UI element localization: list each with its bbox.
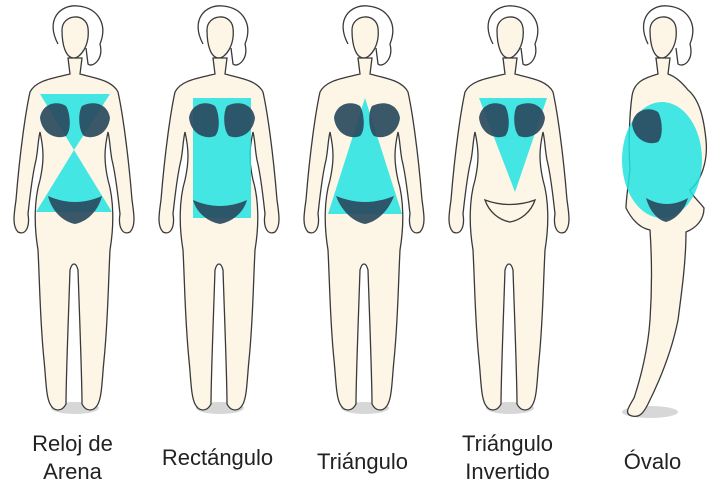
label-triangle: Triángulo	[290, 448, 435, 476]
figure-oval: Óvalo	[580, 0, 725, 420]
label-oval: Óvalo	[580, 448, 725, 476]
figure-inverted-triangle: Triángulo Invertido	[435, 0, 580, 420]
label-line: Triángulo	[290, 448, 435, 476]
figure-hourglass: Reloj de Arena	[0, 0, 145, 420]
inverted-triangle-figure-drawing	[435, 0, 580, 420]
label-hourglass: Reloj de Arena	[0, 430, 145, 486]
label-line: Invertido	[435, 458, 580, 486]
figure-triangle: Triángulo	[290, 0, 435, 420]
oval-figure-drawing	[580, 0, 725, 420]
label-line: Triángulo	[435, 430, 580, 458]
figure-rectangle: Rectángulo	[145, 0, 290, 420]
label-line: Óvalo	[580, 448, 725, 476]
rectangle-figure-drawing	[145, 0, 290, 420]
label-line: Reloj de	[0, 430, 145, 458]
hourglass-figure-drawing	[0, 0, 145, 420]
label-line: Arena	[0, 458, 145, 486]
triangle-figure-drawing	[290, 0, 435, 420]
label-inverted-triangle: Triángulo Invertido	[435, 430, 580, 486]
label-line: Rectángulo	[145, 444, 290, 472]
label-rectangle: Rectángulo	[145, 444, 290, 472]
